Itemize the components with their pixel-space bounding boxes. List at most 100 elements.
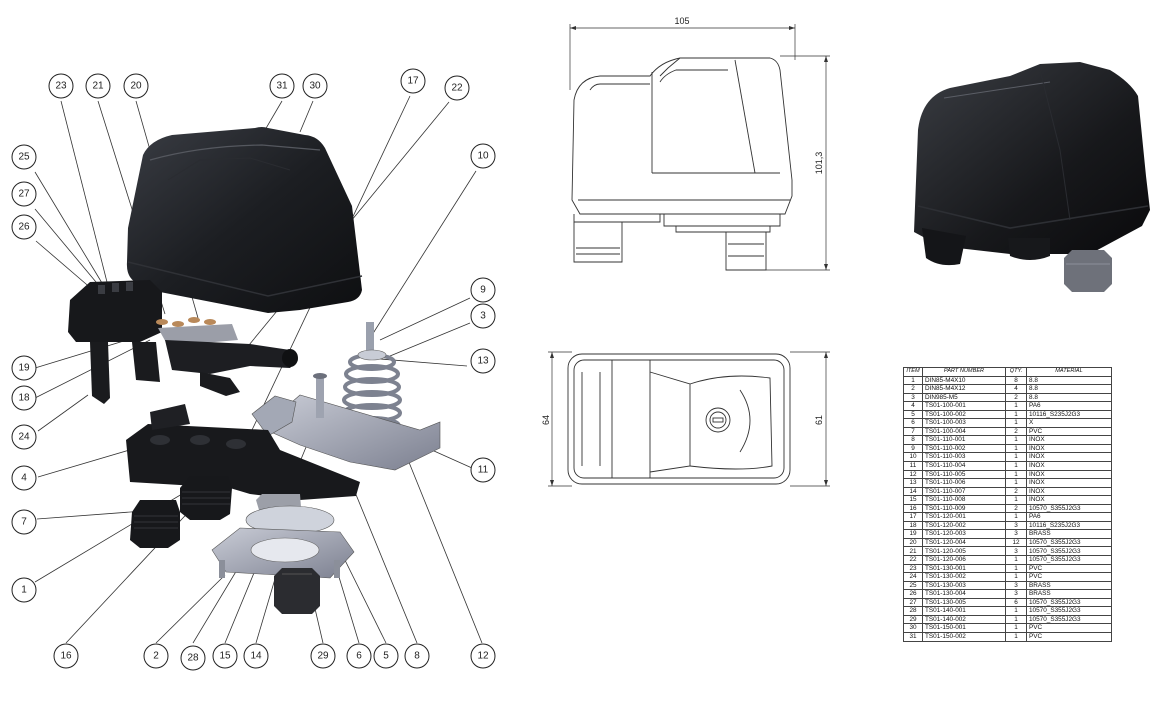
balloon-label: 16 xyxy=(60,651,72,662)
bom-item-cell: 9 xyxy=(903,443,923,454)
bom-material-cell: PVC xyxy=(1026,563,1112,574)
cover-cap xyxy=(126,127,363,313)
bom-item-cell: 20 xyxy=(903,537,923,548)
balloon-label: 9 xyxy=(480,285,486,296)
bom-item-cell: 12 xyxy=(903,469,923,480)
bom-material-cell: X xyxy=(1026,418,1112,428)
bom-item-cell: 27 xyxy=(903,597,923,608)
balloon-item-3: 3 xyxy=(470,303,496,329)
bom-item-cell: 23 xyxy=(903,563,923,574)
bom-part-number-cell: TS01-110-009 xyxy=(922,503,1006,514)
bom-header-qty: QTY. xyxy=(1005,367,1027,377)
bom-item-cell: 22 xyxy=(903,555,923,565)
balloon-label: 30 xyxy=(309,81,321,92)
dim-height-101-3: 101,3 xyxy=(814,152,824,175)
bom-material-cell: PA6 xyxy=(1026,512,1112,522)
bom-item-cell: 4 xyxy=(903,401,923,411)
bom-part-number-cell: TS01-110-001 xyxy=(922,435,1006,445)
bom-part-number-cell: TS01-130-003 xyxy=(922,580,1006,591)
bom-qty-cell: 1 xyxy=(1005,614,1027,625)
bom-header-part-number: PART NUMBER xyxy=(922,367,1006,377)
bom-qty-cell: 3 xyxy=(1005,520,1027,531)
bom-qty-cell: 6 xyxy=(1005,597,1027,608)
bom-item-cell: 8 xyxy=(903,435,923,445)
balloon-item-18: 18 xyxy=(11,385,37,411)
balloon-item-1: 1 xyxy=(11,577,37,603)
bom-qty-cell: 1 xyxy=(1005,572,1027,582)
bom-part-number-cell: TS01-130-005 xyxy=(922,597,1006,608)
bom-qty-cell: 1 xyxy=(1005,461,1027,471)
balloon-label: 14 xyxy=(250,651,262,662)
balloon-label: 21 xyxy=(92,81,104,92)
dim-plan-64: 64 xyxy=(541,415,551,425)
bom-qty-cell: 3 xyxy=(1005,580,1027,591)
bom-qty-cell: 1 xyxy=(1005,443,1027,454)
bom-part-number-cell: DIN985-M5 xyxy=(922,392,1006,403)
balloon-label: 4 xyxy=(21,473,27,484)
bom-header-row: ITEM PART NUMBER QTY. MATERIAL xyxy=(903,367,1112,377)
balloon-label: 11 xyxy=(478,465,489,476)
balloon-item-13: 13 xyxy=(470,348,496,374)
balloon-item-25: 25 xyxy=(11,144,37,170)
bom-part-number-cell: TS01-100-001 xyxy=(922,401,1006,411)
balloon-label: 22 xyxy=(451,83,463,94)
balloon-item-30: 30 xyxy=(302,73,328,99)
balloon-label: 26 xyxy=(18,222,30,233)
balloon-item-22: 22 xyxy=(444,75,470,101)
balloon-label: 27 xyxy=(18,189,30,200)
bom-material-cell: PVC xyxy=(1026,426,1112,437)
bom-material-cell: 8.8 xyxy=(1026,375,1112,386)
balloon-label: 17 xyxy=(407,76,419,87)
iso-render xyxy=(914,62,1150,292)
bom-qty-cell: 1 xyxy=(1005,452,1027,462)
balloon-label: 25 xyxy=(18,152,30,163)
bom-item-cell: 21 xyxy=(903,546,923,557)
bom-qty-cell: 1 xyxy=(1005,478,1027,488)
bom-qty-cell: 1 xyxy=(1005,409,1027,420)
bom-material-cell: 10570_S355J2G3 xyxy=(1026,546,1112,557)
bom-qty-cell: 8 xyxy=(1005,375,1027,386)
balloon-label: 6 xyxy=(356,651,362,662)
bom-material-cell: INOX xyxy=(1026,461,1112,471)
balloon-label: 15 xyxy=(219,651,231,662)
bom-part-number-cell: TS01-110-007 xyxy=(922,486,1006,497)
bom-qty-cell: 2 xyxy=(1005,426,1027,437)
bom-part-number-cell: TS01-150-002 xyxy=(922,631,1006,642)
bom-item-cell: 5 xyxy=(903,409,923,420)
bom-qty-cell: 12 xyxy=(1005,537,1027,548)
bom-item-cell: 6 xyxy=(903,418,923,428)
bom-material-cell: 8.8 xyxy=(1026,384,1112,394)
spring-assembly xyxy=(251,322,441,471)
bom-item-cell: 29 xyxy=(903,614,923,625)
bom-material-cell: PVC xyxy=(1026,631,1112,642)
bom-item-cell: 2 xyxy=(903,384,923,394)
bom-part-number-cell: TS01-110-008 xyxy=(922,495,1006,505)
bom-item-cell: 13 xyxy=(903,478,923,488)
bom-qty-cell: 1 xyxy=(1005,401,1027,411)
bom-material-cell: 10570_S355J2G3 xyxy=(1026,606,1112,616)
balloon-label: 10 xyxy=(477,151,489,162)
bom-material-cell: PVC xyxy=(1026,572,1112,582)
balloon-item-19: 19 xyxy=(11,355,37,381)
balloon-item-24: 24 xyxy=(11,424,37,450)
bom-part-number-cell: TS01-100-004 xyxy=(922,426,1006,437)
balloon-item-9: 9 xyxy=(470,277,496,303)
balloon-item-17: 17 xyxy=(400,68,426,94)
bom-part-number-cell: TS01-110-004 xyxy=(922,461,1006,471)
balloon-label: 20 xyxy=(130,81,142,92)
balloon-item-7: 7 xyxy=(11,509,37,535)
bom-material-cell: INOX xyxy=(1026,495,1112,505)
plan-view: 64 61 xyxy=(541,351,830,487)
bom-header-material: MATERIAL xyxy=(1026,367,1112,377)
bom-qty-cell: 1 xyxy=(1005,563,1027,574)
